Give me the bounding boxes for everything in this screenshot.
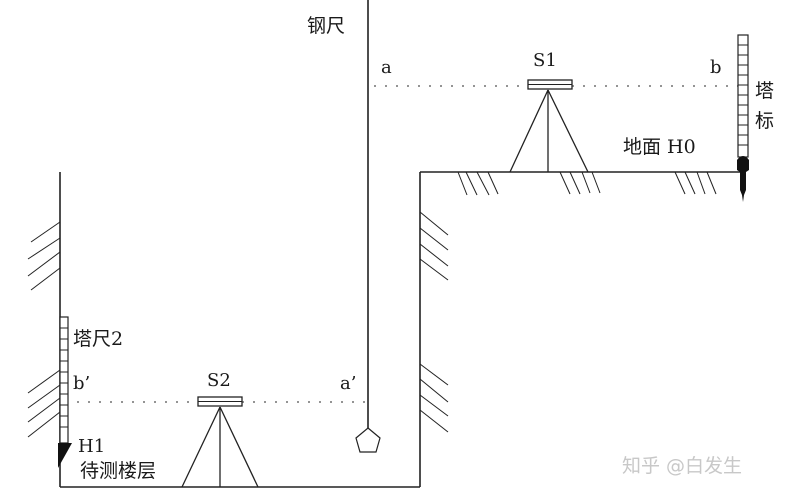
label-station-s2: S2 bbox=[207, 370, 231, 391]
terrain-outline bbox=[59, 171, 745, 488]
label-point-b: b bbox=[710, 57, 722, 78]
right-wall-hatch-lower bbox=[419, 363, 449, 433]
label-steel-tape: 钢尺 bbox=[307, 15, 345, 37]
label-ground-h0: 地面 H0 bbox=[623, 136, 696, 158]
label-staff-2: 塔尺2 bbox=[73, 328, 123, 350]
left-wall-hatch-upper bbox=[27, 221, 61, 291]
ground-hatch bbox=[457, 171, 717, 196]
label-point-a-prime: a’ bbox=[340, 373, 356, 394]
plumb-weight-icon bbox=[355, 427, 381, 453]
leveling-staff-2 bbox=[58, 316, 72, 468]
level-instrument-s1 bbox=[509, 79, 589, 173]
leveling-staff-1 bbox=[737, 34, 749, 202]
label-benchmark-h1: H1 bbox=[78, 436, 105, 457]
label-staff-1-top: 塔 bbox=[755, 80, 774, 102]
staff-base-icon bbox=[737, 156, 749, 202]
label-station-s1: S1 bbox=[533, 50, 557, 71]
benchmark-triangle-icon bbox=[58, 443, 72, 468]
left-wall-hatch-lower bbox=[27, 369, 61, 438]
label-staff-1-bottom: 标 bbox=[755, 110, 774, 132]
steel-tape bbox=[355, 0, 381, 453]
level-instrument-s2 bbox=[181, 396, 259, 488]
right-wall-hatch-upper bbox=[419, 211, 449, 281]
label-point-a: a bbox=[381, 57, 392, 78]
label-target-floor: 待测楼层 bbox=[80, 460, 156, 482]
label-point-b-prime: b’ bbox=[73, 373, 90, 394]
watermark: 知乎 @白发生 bbox=[622, 455, 742, 477]
